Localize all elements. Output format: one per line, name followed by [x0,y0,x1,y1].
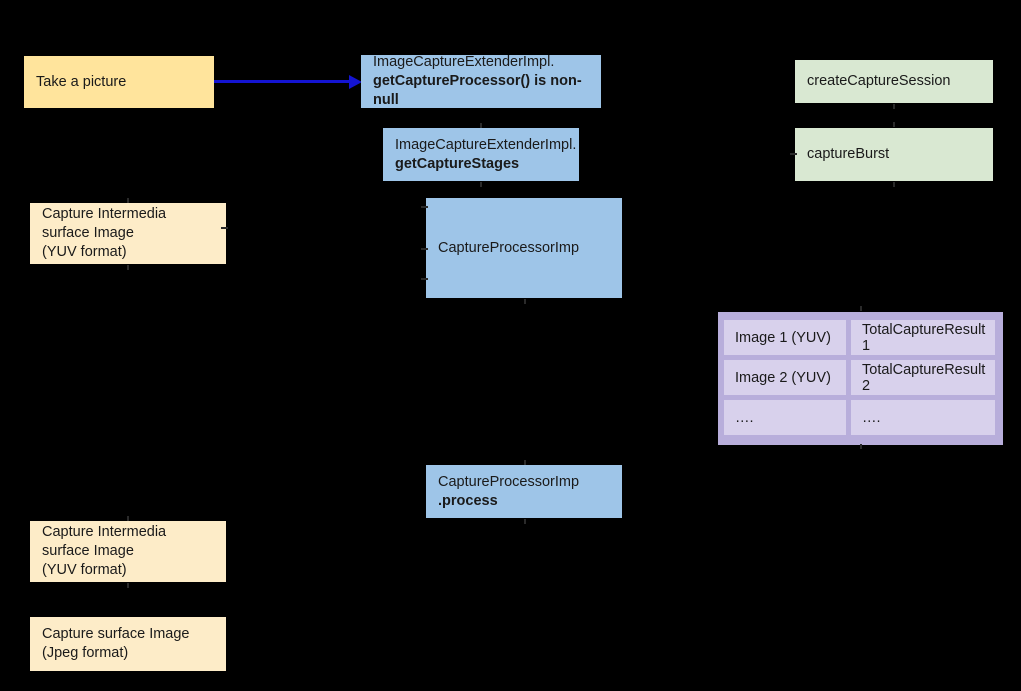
connector-tick-session-bottom [893,104,895,109]
buffer-cell-image-1[interactable]: Image 1 (YUV) [724,320,846,355]
node-create-capture-session-label: createCaptureSession [807,73,951,89]
node-create-capture-session[interactable]: createCaptureSession [795,60,993,103]
arrow-take-picture-to-extender-head [349,75,362,89]
node-capture-processor-process[interactable]: CaptureProcessorImp .process [426,465,622,518]
node-capture-processor-imp[interactable]: CaptureProcessorImp [426,198,622,298]
node-intermediate-surface-bottom[interactable]: Capture Intermedia surface Image (YUV fo… [30,521,226,582]
connector-tick-stages-bottom [480,182,482,187]
arrow-take-picture-to-extender-line [214,80,350,83]
buffer-cell-result-more[interactable]: …. [851,400,995,435]
connector-tick-stages-top [480,123,482,128]
node-take-a-picture[interactable]: Take a picture [24,56,214,108]
connector-tick-burst-top [893,122,895,127]
connector-tick-capture-processor-top [421,206,428,208]
connector-tick-capture-processor-bottom [421,278,428,280]
connector-tick-surface-top-2 [127,265,129,270]
connector-tick-capture-burst [790,153,797,155]
buffer-cell-image-more[interactable]: …. [724,400,846,435]
connector-tick-surface-bottom-2 [127,583,129,588]
node-capture-burst[interactable]: captureBurst [795,128,993,181]
node-capture-burst-label: captureBurst [807,146,890,162]
node-intermediate-surface-bottom-label: Capture Intermedia surface Image (YUV fo… [42,524,167,578]
connector-tick-surface-top-1 [127,198,129,203]
node-get-capture-stages[interactable]: ImageCaptureExtenderImpl. getCaptureStag… [383,128,579,181]
connector-tick-capture-processor-mid [421,248,428,250]
node-capture-surface-jpeg[interactable]: Capture surface Image (Jpeg format) [30,617,226,671]
connector-tick-burst-bottom [893,182,895,187]
node-get-capture-processor[interactable]: ImageCaptureExtenderImpl. getCaptureProc… [361,54,601,108]
node-intermediate-surface-top-label: Capture Intermedia surface Image (YUV fo… [42,206,167,260]
node-intermediate-surface-top[interactable]: Capture Intermedia surface Image (YUV fo… [30,203,226,264]
connector-tick-buffer-top [860,306,862,311]
buffer-table-group: Image 1 (YUV) Image 2 (YUV) …. TotalCapt… [718,312,1003,445]
connector-tick-process-top [524,460,526,465]
node-capture-processor-imp-label: CaptureProcessorImp [438,239,580,256]
buffer-cell-image-2[interactable]: Image 2 (YUV) [724,360,846,395]
node-capture-processor-process-line1: CaptureProcessorImp [438,473,580,490]
buffer-cell-result-2[interactable]: TotalCaptureResult 2 [851,360,995,395]
node-take-a-picture-label: Take a picture [36,73,127,90]
connector-tick-surface-top-right [221,227,228,229]
buffer-cell-result-1[interactable]: TotalCaptureResult 1 [851,320,995,355]
node-capture-surface-jpeg-label: Capture surface Image (Jpeg format) [42,626,190,661]
connector-tick-buffer-bottom [860,444,862,449]
node-get-capture-stages-line1: ImageCaptureExtenderImpl. [395,136,577,153]
node-get-capture-stages-line2: getCaptureStages [395,155,520,172]
connector-tick-surface-bottom-1 [127,516,129,521]
connector-tick-processor-imp-bottom [524,299,526,304]
node-get-capture-processor-line2: getCaptureProcessor() is non-null [373,73,582,108]
connector-tick-process-bottom [524,519,526,524]
node-get-capture-processor-line1: ImageCaptureExtenderImpl. [373,54,555,70]
node-capture-processor-process-line2: .process [438,492,498,509]
